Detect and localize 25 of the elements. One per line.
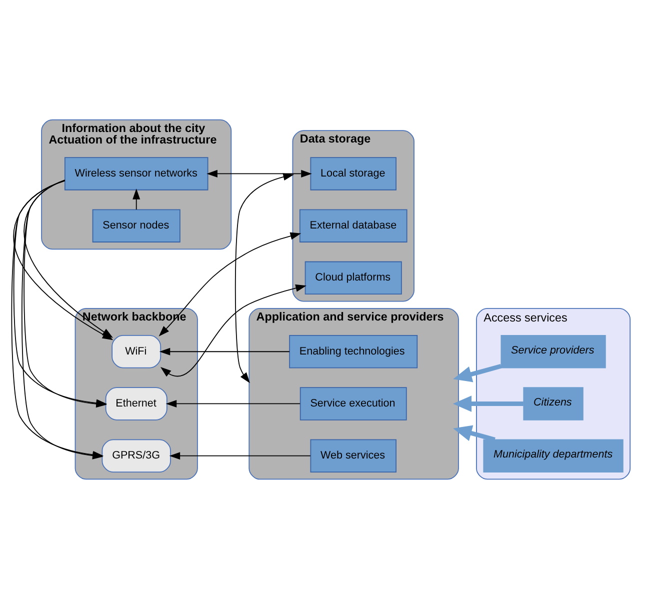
node-box: Service execution <box>300 386 407 420</box>
node-box: Citizens <box>523 386 584 420</box>
node-box: Service providers <box>500 334 606 368</box>
arrow <box>158 232 302 336</box>
arrow <box>132 188 140 210</box>
node-box: Cloud platforms <box>304 260 402 294</box>
node-box: Wireless sensor networks <box>64 156 208 190</box>
node-box: Sensor nodes <box>92 208 180 242</box>
node-box: Enabling technologies <box>289 334 418 368</box>
arrow <box>452 395 524 412</box>
arrow <box>159 347 290 355</box>
node-box: Municipality departments <box>483 438 624 472</box>
node-box: Local storage <box>310 156 396 190</box>
arrow <box>234 172 294 383</box>
node-box: Ethernet <box>105 386 168 420</box>
node-box: External database <box>299 208 408 242</box>
node-box: WiFi <box>112 334 162 368</box>
node-box: GPRS/3G <box>102 438 171 472</box>
arrow <box>453 424 496 442</box>
arrow <box>169 452 311 460</box>
arrow <box>453 363 502 382</box>
arrow <box>166 399 300 408</box>
arrow <box>160 284 306 376</box>
arrow <box>206 169 312 177</box>
node-box: Web services <box>310 438 396 472</box>
